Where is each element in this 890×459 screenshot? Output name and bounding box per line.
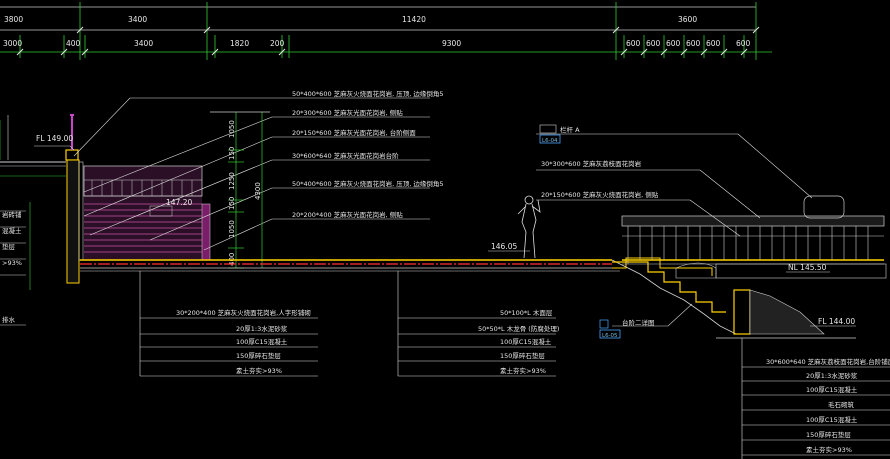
elevation-ground: FL 144.00 [818,317,855,326]
layer-leader-c [741,338,890,459]
stair-detail-tag [599,303,693,339]
layer-b-4: 150厚碎石垫层 [500,351,545,360]
right-note-leaders [536,133,813,237]
detail-tag-label: 栏杆 A [560,125,580,134]
dim-top-3: 11420 [402,15,426,24]
left-note-6: 20*200*400 芝麻灰光面花岗岩, 侧贴 [292,210,403,219]
layer-a-1: 30*200*400 芝麻灰火烧面花岗岩,人字形铺砌 [176,308,311,317]
layer-leader-b [397,271,556,377]
left-edge-label-2: 混凝土 [2,226,22,235]
dimension-ticks [19,2,757,60]
elevation-walkway: 146.05 [491,242,517,251]
vdim-total: 4300 [254,182,262,200]
vdim-4: 150 [228,197,236,210]
deck-platform [621,195,887,335]
dim-top-2: 3400 [128,15,147,24]
dim-second-12: 600 [736,39,751,48]
layer-c-6: 150厚碎石垫层 [806,430,851,439]
dim-second-11: 600 [706,39,721,48]
dimension-slashes [16,26,760,56]
dim-second-2: 400 [66,39,81,48]
left-note-5: 50*400*600 芝麻灰火烧面花岗岩, 压顶, 边缘倒角5 [292,179,444,188]
vdim-1: 1050 [228,120,236,138]
dim-second-9: 600 [666,39,681,48]
layer-b-2: 50*50*L 木龙骨 (防腐处理) [478,324,559,333]
left-edge-label-5: 排水 [2,315,16,324]
left-note-4: 30*600*640 芝麻灰光面花岗岩台阶 [292,151,399,160]
dim-second-10: 600 [686,39,701,48]
dim-second-3: 3400 [134,39,153,48]
right-note-2: 20*150*600 芝麻灰火烧面花岗岩, 侧贴 [541,190,659,199]
dim-top-4: 3600 [678,15,697,24]
layer-c-1: 30*600*640 芝麻灰荔枝面花岗岩,台阶铺面 [766,357,890,366]
walkway-slab [80,259,620,272]
layer-a-3: 100厚C15混凝土 [236,337,288,346]
person-scale-figure [517,195,541,259]
left-edge-label-4: >93% [2,259,22,267]
stair-tag-code: L6-05 [602,333,618,339]
dim-second-5: 200 [270,39,285,48]
dim-second-7: 600 [626,39,641,48]
layer-b-1: 50*100*L 木面层 [500,308,553,317]
left-terrace-section [0,114,84,284]
layer-c-7: 素土夯实>93% [806,445,852,454]
layer-a-2: 20厚1:3水泥砂浆 [236,324,288,333]
layer-a-4: 150厚碎石垫层 [236,351,281,360]
layer-b-5: 素土夯实>93% [500,366,546,375]
dim-second-4: 1820 [230,39,249,48]
left-edge-leaders [0,202,31,326]
layer-c-3: 100厚C15混凝土 [806,385,858,394]
layer-c-5: 100厚C15混凝土 [806,415,858,424]
stair-tag-label: 台阶二详图 [622,318,655,327]
dim-second-8: 600 [646,39,661,48]
layer-c-4: 毛石砌筑 [828,400,855,409]
elevation-fl-left: FL 149.00 [36,134,73,143]
dim-top-1: 3800 [4,15,23,24]
dim-second-6: 9300 [442,39,461,48]
elevation-platform: NL 145.50 [788,263,827,272]
right-note-1: 30*300*600 芝麻灰荔枝面花岗岩 [541,159,642,168]
seating-bleacher [83,165,211,261]
left-note-1: 50*400*600 芝麻灰火烧面花岗岩, 压顶, 边缘倒角5 [292,89,444,98]
left-edge-label-3: 垫层 [2,242,16,251]
vdim-3: 1250 [228,172,236,190]
vdim-5: 1050 [228,220,236,238]
left-note-2: 20*300*600 芝麻灰光面花岗岩, 侧贴 [292,108,403,117]
layer-a-5: 素土夯实>93% [236,366,282,375]
dim-second-1: 3000 [3,39,22,48]
elevation-mid-left: 147.20 [166,198,192,207]
vdim-2: 150 [228,147,236,160]
left-edge-label-1: 岩砖铺 [2,210,22,219]
left-note-3: 20*150*600 芝麻灰光面花岗岩, 台阶侧面 [292,128,416,137]
layer-b-3: 100厚C15混凝土 [500,337,552,346]
detail-tag-code: L6-04 [542,138,558,144]
layer-c-2: 20厚1:3水泥砂浆 [806,371,858,380]
layer-leader-a [139,271,318,377]
